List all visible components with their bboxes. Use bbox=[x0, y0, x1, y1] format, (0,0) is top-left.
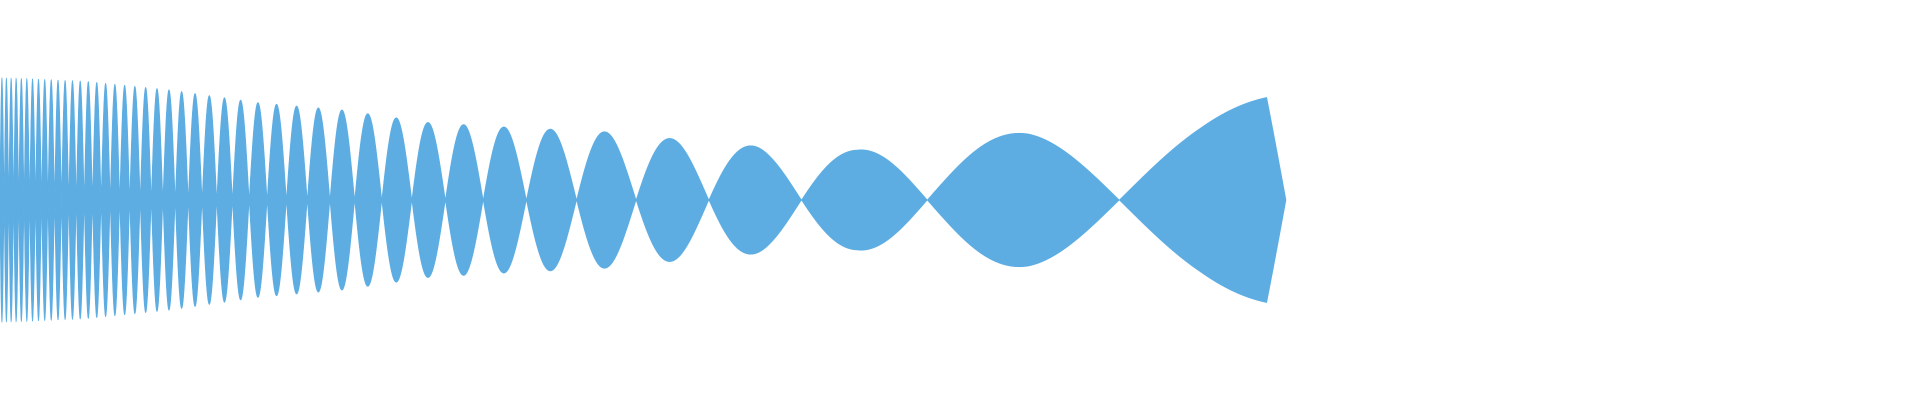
waveform-shape bbox=[0, 77, 1287, 323]
